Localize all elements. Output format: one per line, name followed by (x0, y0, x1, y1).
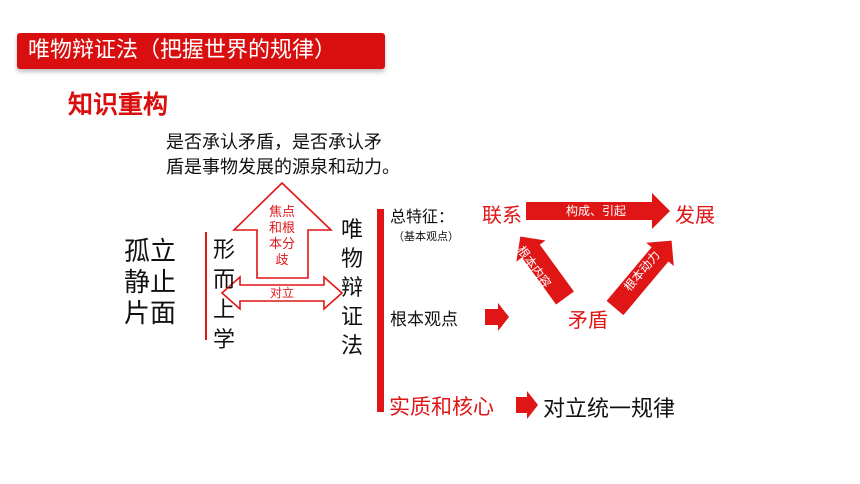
essence-label: 实质和核心 (389, 395, 494, 419)
meta-char-4: 学 (212, 328, 235, 353)
up-text-1: 焦点 (268, 205, 295, 220)
view1-line-2: 静止 (124, 268, 177, 298)
law-label: 对立统一规律 (543, 397, 676, 422)
arrow-contradiction-development (606, 240, 674, 316)
metaphysics-label: 形 而 上 学 (210, 236, 238, 356)
view1-line-3: 片面 (124, 299, 177, 329)
view-isolated-static: 孤立 静止 片面 (124, 237, 176, 330)
view1-line-1: 孤立 (124, 237, 177, 267)
arrow-connect-develop (526, 193, 670, 229)
dialectics-char-1: 唯 (340, 218, 363, 243)
statement-line-2: 盾是事物发展的源泉和动力。 (166, 157, 400, 178)
dialectics-char-5: 法 (340, 334, 363, 359)
meta-char-3: 上 (212, 298, 235, 323)
basic-view-label: 根本观点 (390, 310, 458, 330)
title-bar (17, 33, 385, 69)
double-arrow-label: 对立 (269, 286, 294, 300)
general-feature-label: 总特征： (390, 207, 455, 226)
top-arrow-label: 构成、引起 (565, 204, 626, 218)
dialectics-char-3: 辩 (340, 276, 363, 301)
meta-char-1: 形 (212, 238, 235, 263)
arrow-contradiction-connection (516, 236, 574, 305)
node-contradiction: 矛盾 (568, 308, 608, 332)
double-arrow (220, 275, 344, 311)
up-text-4: 歧 (275, 253, 289, 268)
dialectics-label: 唯 物 辩 证 法 (338, 216, 366, 361)
node-connection: 联系 (482, 203, 522, 227)
up-text-2: 和根 (268, 221, 295, 236)
arrow-essence (516, 391, 538, 419)
meta-char-2: 而 (212, 268, 235, 293)
section-heading: 知识重构 (68, 90, 169, 119)
node-development: 发展 (675, 203, 715, 227)
up-arrow (232, 181, 333, 279)
page-title: 唯物辩证法（把握世界的规律） (28, 38, 337, 63)
general-feature-sub: （基本观点） (393, 230, 459, 243)
dialectics-char-2: 物 (340, 247, 363, 272)
up-arrow-text: 焦点 和根 本分 歧 (258, 205, 306, 269)
dialectics-char-4: 证 (340, 305, 363, 330)
up-text-3: 本分 (268, 237, 295, 252)
statement-line-1: 是否承认矛盾，是否承认矛 (166, 132, 382, 153)
arrow-basic-view (485, 303, 509, 331)
main-bracket (377, 209, 384, 412)
